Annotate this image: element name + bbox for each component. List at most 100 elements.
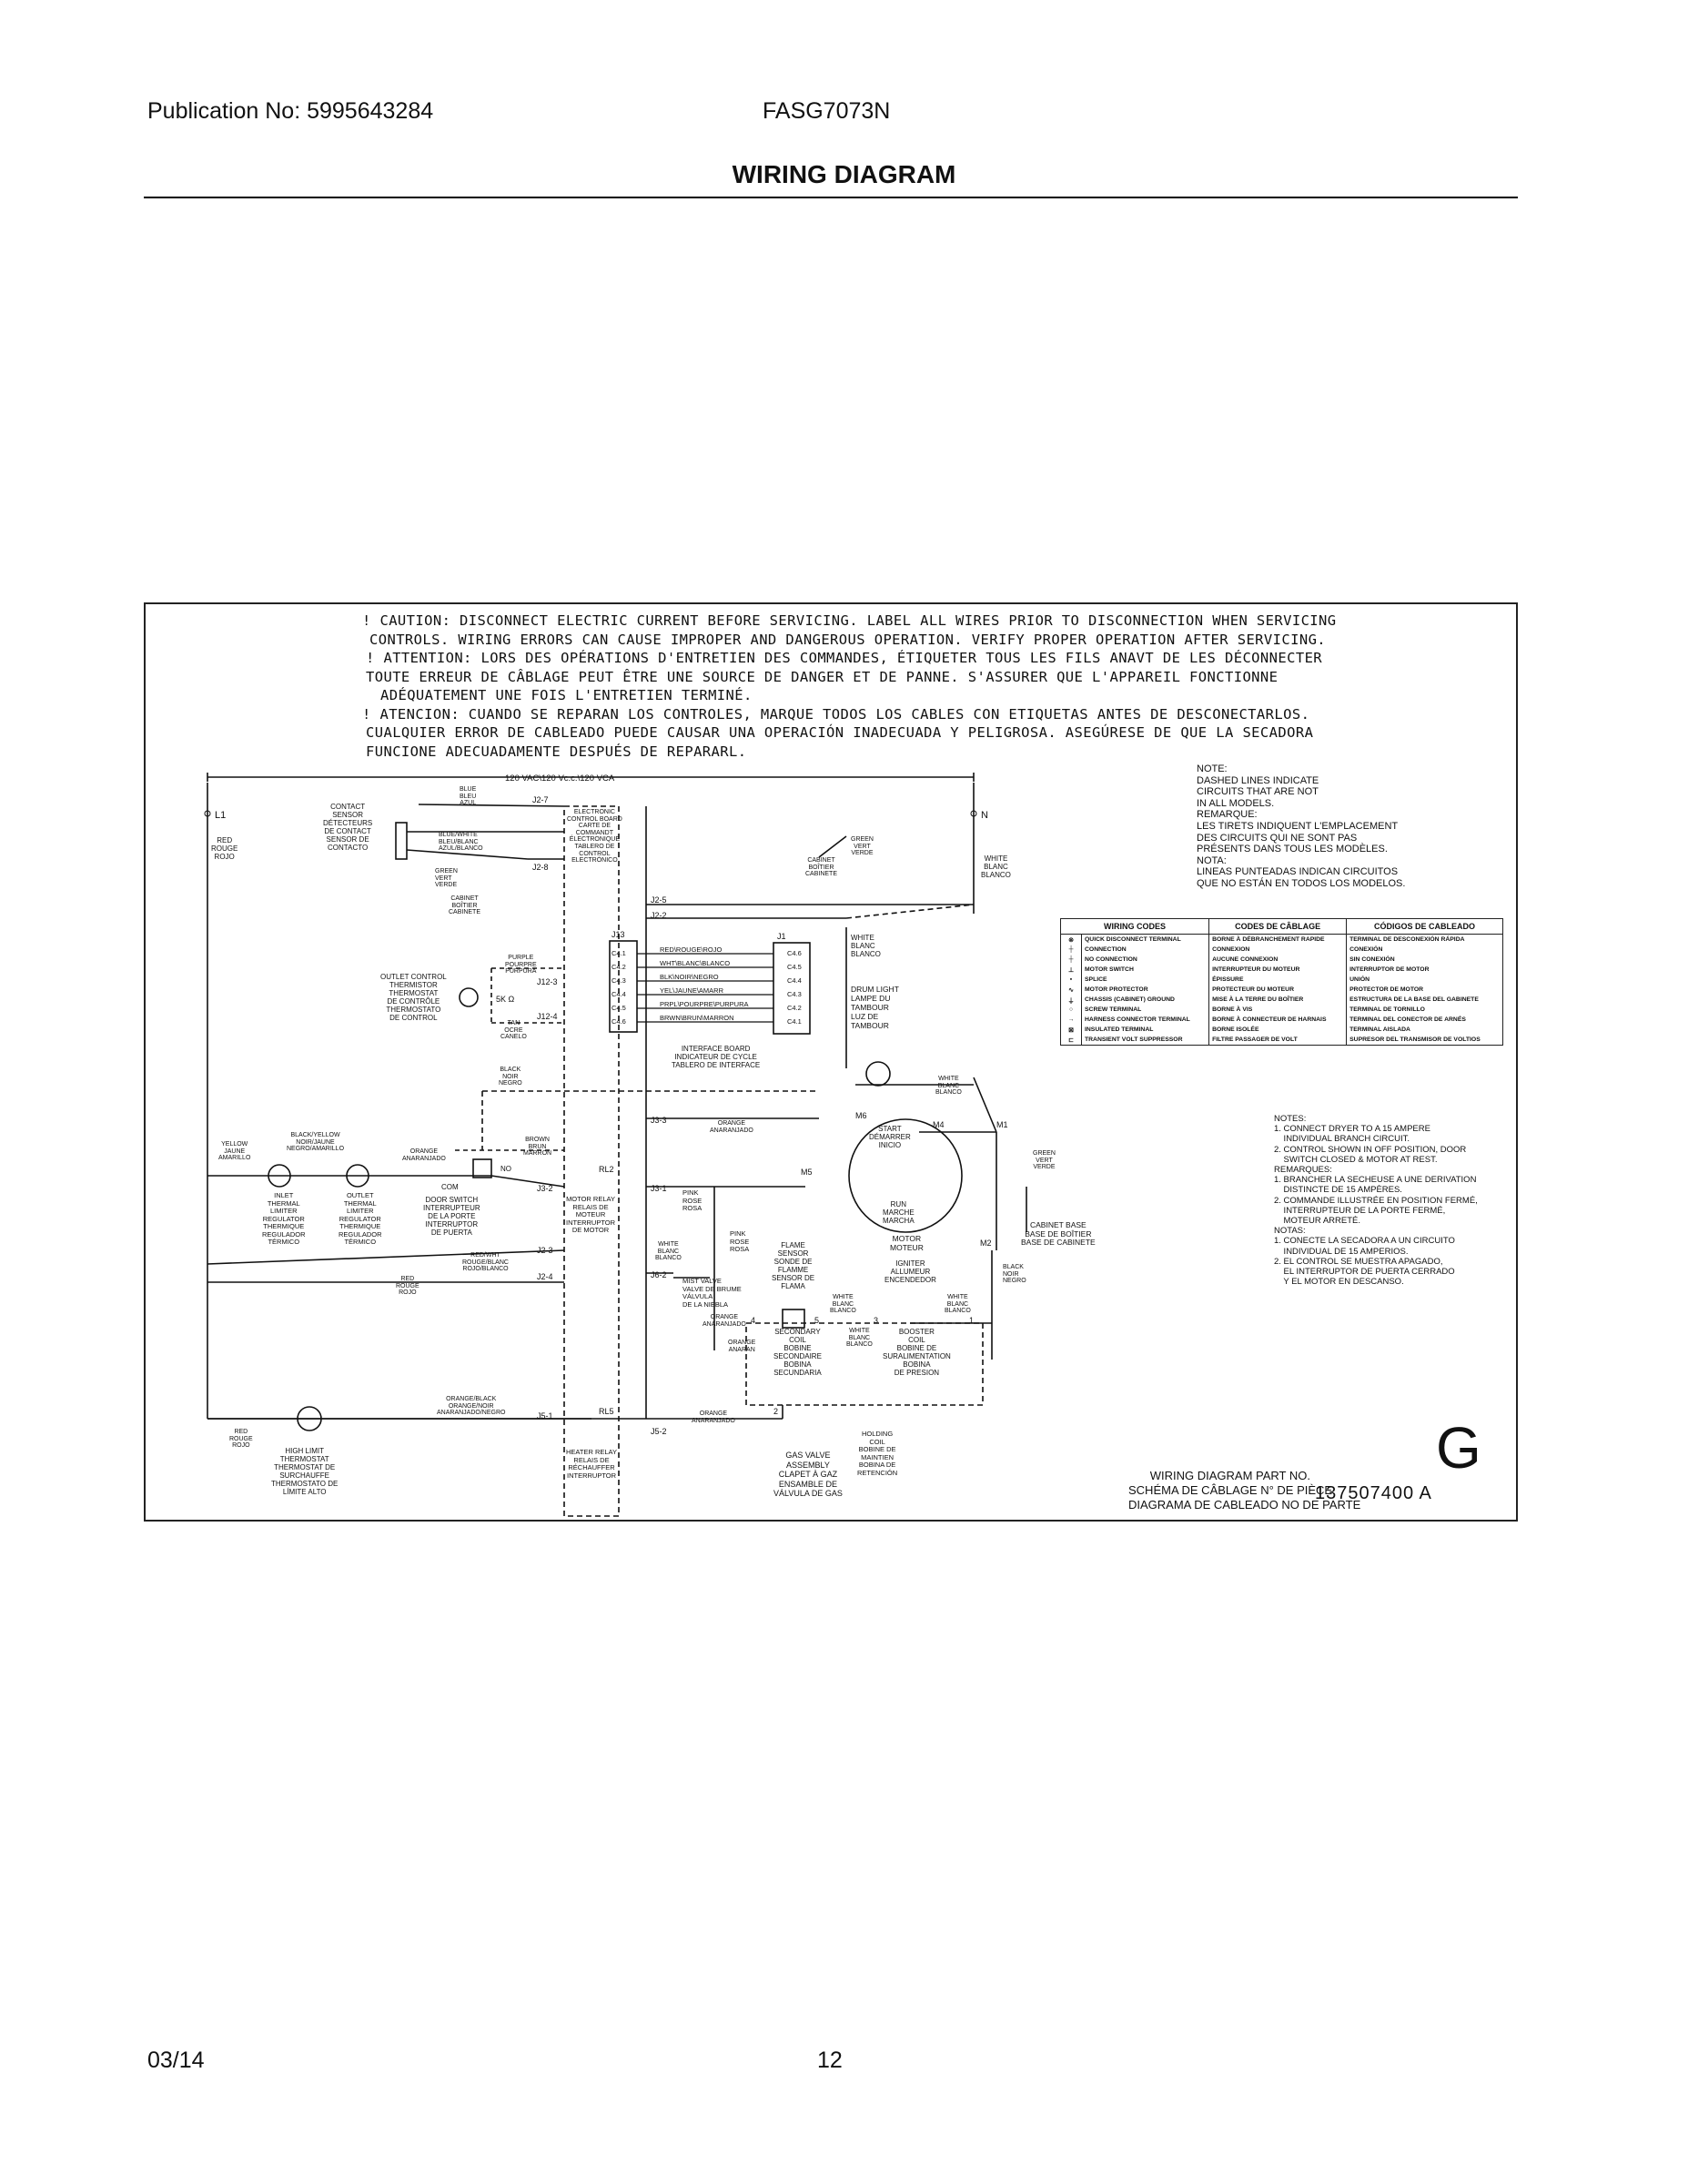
outlet-control-thermistor-label: OUTLET CONTROL THERMISTOR THERMOSTAT DE … [380, 973, 447, 1022]
red-l1-label: RED ROUGE ROJO [211, 836, 238, 861]
j13-pin-label: C4.2 [612, 963, 626, 971]
m5-label: M5 [801, 1168, 813, 1177]
j12-4-label: J12-4 [537, 1012, 558, 1021]
orange-gv-label: ORANGE ANARAN [728, 1340, 756, 1353]
caution-line: CONTROLS. WIRING ERRORS CAN CAUSE IMPROP… [369, 631, 1327, 648]
green-cs-label: GREEN VERT VERDE [435, 868, 458, 888]
code-es: TERMINAL DE DESCONEXIÓN RÁPIDA [1346, 934, 1503, 945]
code-es: CONEXIÓN [1346, 945, 1503, 955]
terminal-3: 3 [874, 1316, 878, 1325]
harness-wire-label: BRWN\BRUN\MARRON [660, 1014, 734, 1022]
fivek-label: 5K Ω [496, 995, 515, 1004]
code-es: TERMINAL AISLADA [1346, 1025, 1503, 1035]
code-es: SIN CONEXIÓN [1346, 955, 1503, 965]
rl5-label: RL5 [599, 1407, 614, 1416]
caution-line: ! ATTENTION: LORS DES OPÉRATIONS D'ENTRE… [366, 650, 1323, 666]
j2-2-label: J2-2 [651, 911, 667, 920]
j12-3-label: J12-3 [537, 977, 558, 986]
m6-label: M6 [855, 1111, 867, 1120]
rl2-label: RL2 [599, 1165, 614, 1174]
orange-black-wire-label: ORANGE/BLACK ORANGE/NOIR ANARANJADO/NEGR… [437, 1396, 506, 1416]
schematic: L1 N 120 VAC\120 Vc.c.\120 VCA J13 J1 J2… [204, 773, 1027, 1517]
j1-pin-label: C4.3 [787, 990, 802, 998]
code-symbol: → [1060, 1015, 1082, 1025]
code-symbol: ┼ [1060, 945, 1082, 955]
part-number-label: WIRING DIAGRAM PART NO. SCHÉMA DE CÂBLAG… [1128, 1469, 1361, 1512]
harness-wire-label: RED\ROUGE\ROJO [660, 945, 723, 954]
caution-line: ! CAUTION: DISCONNECT ELECTRIC CURRENT B… [362, 612, 1337, 629]
code-en: CHASSIS (CABINET) GROUND [1080, 995, 1210, 1005]
white-motor-label: WHITE BLANC BLANCO [935, 1076, 962, 1096]
j1-pin-label: C4.6 [787, 949, 802, 957]
publication-number: Publication No: 5995643284 [147, 98, 434, 124]
code-en: SCREW TERMINAL [1080, 1005, 1210, 1015]
header-rule [144, 197, 1518, 198]
green-motor-label: GREEN VERT VERDE [1033, 1150, 1056, 1170]
code-symbol: ○ [1060, 1005, 1082, 1015]
code-symbol: ∿ [1060, 985, 1082, 995]
j2-8-label: J2-8 [532, 863, 549, 872]
code-es: SUPRESOR DEL TRANSMISOR DE VOLTIOS [1346, 1035, 1503, 1046]
code-symbol: ⊏ [1060, 1035, 1082, 1046]
green-cabinet-label: GREEN VERT VERDE [851, 836, 874, 856]
red-bottom-label: RED ROUGE ROJO [229, 1429, 253, 1449]
pink-wire-label: PINK ROSE ROSA [682, 1188, 702, 1212]
diagram-frame: ! CAUTION: DISCONNECT ELECTRIC CURRENT B… [144, 602, 1518, 1522]
black-motor-label: BLACK NOIR NEGRO [1003, 1264, 1026, 1284]
code-en: NO CONNECTION [1080, 955, 1210, 965]
dashed-lines-note: NOTE: DASHED LINES INDICATE CIRCUITS THA… [1197, 763, 1406, 889]
j2-4-label: J2-4 [537, 1272, 553, 1281]
terminal-4: 4 [751, 1316, 755, 1325]
code-en: MOTOR SWITCH [1080, 965, 1210, 975]
yellow-wire-label: YELLOW JAUNE AMARILLO [218, 1141, 251, 1161]
code-fr: INTERRUPTEUR DU MOTEUR [1208, 965, 1348, 975]
blue-wire-label: BLUE BLEU AZUL [460, 786, 477, 806]
code-en: QUICK DISCONNECT TERMINAL [1080, 934, 1210, 945]
j6-2-label: J6-2 [651, 1270, 667, 1279]
inlet-limiter-label: INLET THERMAL LIMITER REGULATOR THERMIQU… [262, 1191, 306, 1246]
part-number: 137507400 A [1315, 1483, 1432, 1503]
blue-white-wire-label: BLUE/WHITE BLEU/BLANC AZUL/BLANCO [439, 832, 483, 852]
code-symbol: ▪ [1060, 975, 1082, 985]
j13-label: J13 [612, 930, 625, 939]
code-fr: FILTRE PASSAGER DE VOLT [1208, 1035, 1348, 1046]
door-switch-label: DOOR SWITCH INTERRUPTEUR DE LA PORTE INT… [423, 1196, 480, 1237]
white-bc-label: WHITE BLANC BLANCO [846, 1328, 873, 1348]
j1-pin-label: C4.1 [787, 1017, 802, 1026]
harness-wire-label: YEL\JAUNE\AMARR [660, 986, 724, 995]
contact-sensor-label: CONTACT SENSOR DÉTECTEURS DE CONTACT SEN… [323, 803, 373, 852]
j13-pin-label: C4.3 [612, 976, 626, 985]
brown-wire-label: BROWN BRUN MARRON [523, 1137, 552, 1157]
code-fr: BORNE À CONNECTEUR DE HARNAIS [1208, 1015, 1348, 1025]
drum-white-label: WHITE BLANC BLANCO [851, 934, 881, 958]
code-en: SPLICE [1080, 975, 1210, 985]
high-limit-label: HIGH LIMIT THERMOSTAT THERMOSTAT DE SURC… [271, 1447, 339, 1496]
connection-notes: NOTES: 1. CONNECT DRYER TO A 15 AMPERE I… [1274, 1114, 1478, 1288]
tan-wire-label: TAN OCRE CANELO [500, 1020, 527, 1040]
j1-label: J1 [777, 932, 786, 941]
start-winding-label: START DÉMARRER INICIO [869, 1125, 911, 1149]
j3-2-label: J3-2 [537, 1184, 553, 1193]
gas-valve-label: GAS VALVE ASSEMBLY CLAPET À GAZ ENSAMBLE… [773, 1451, 843, 1498]
pink2-wire-label: PINK ROSE ROSA [730, 1229, 750, 1253]
orange-bottom-label: ORANGE ANARANJADO [692, 1410, 735, 1424]
code-es: ESTRUCTURA DE LA BASE DEL GABINETE [1346, 995, 1503, 1005]
code-fr: MISE À LA TERRE DU BOÎTIER [1208, 995, 1348, 1005]
terminal-1: 1 [969, 1316, 974, 1325]
heater-relay-label: HEATER RELAY RELAIS DE RÉCHAUFFER INTERR… [566, 1448, 617, 1480]
black-yellow-wire-label: BLACK/YELLOW NOIR/JAUNE NEGRO/AMARILLO [287, 1132, 345, 1152]
code-symbol: ⊥ [1060, 965, 1082, 975]
cabinet-cs-label: CABINET BOÎTIER CABINETE [449, 895, 481, 915]
code-en: CONNECTION [1080, 945, 1210, 955]
no-label: NO [500, 1165, 511, 1173]
red-rouge-mid-label: RED ROUGE ROJO [396, 1276, 419, 1296]
